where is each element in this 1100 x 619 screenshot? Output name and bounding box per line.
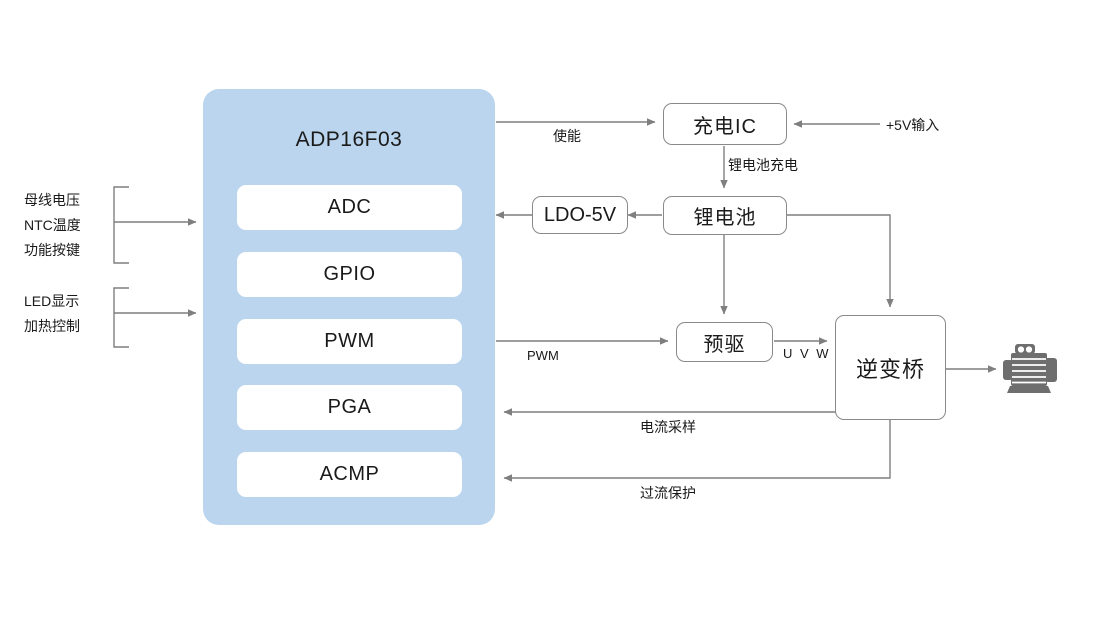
wire-label-battery-charge: 锂电池充电 bbox=[728, 157, 798, 173]
input-group-top: 母线电压 NTC温度 功能按键 bbox=[24, 188, 81, 263]
wire-input-bracket-bottom bbox=[113, 287, 129, 348]
mcu-block-gpio[interactable]: GPIO bbox=[237, 252, 462, 297]
motor-icon bbox=[1001, 343, 1059, 395]
wire-label-supply-in: +5V输入 bbox=[886, 117, 940, 133]
mcu-block-pwm[interactable]: PWM bbox=[237, 319, 462, 364]
mcu-block-adc[interactable]: ADC bbox=[237, 185, 462, 230]
wire-label-current-sample: 电流采样 bbox=[640, 419, 696, 435]
block-charge-ic[interactable]: 充电IC bbox=[663, 103, 787, 145]
input-group-bottom: LED显示 加热控制 bbox=[24, 289, 80, 339]
mcu-block-pga[interactable]: PGA bbox=[237, 385, 462, 430]
block-battery[interactable]: 锂电池 bbox=[663, 196, 787, 235]
input-label-led-display: LED显示 bbox=[24, 293, 80, 309]
wire-label-over-current: 过流保护 bbox=[640, 485, 696, 501]
wire-over-current bbox=[503, 420, 891, 482]
block-inverter[interactable]: 逆变桥 bbox=[835, 315, 946, 420]
wire-label-enable: 使能 bbox=[553, 128, 581, 144]
wire-input-bracket-top bbox=[113, 186, 129, 264]
input-label-ntc-temperature: NTC温度 bbox=[24, 217, 81, 233]
input-label-heating-control: 加热控制 bbox=[24, 318, 80, 334]
block-pre-driver[interactable]: 预驱 bbox=[676, 322, 773, 362]
input-label-bus-voltage: 母线电压 bbox=[24, 192, 80, 208]
wire-label-pwm: PWM bbox=[527, 348, 559, 363]
wire-battery-to-inverter bbox=[787, 214, 894, 308]
block-ldo-5v[interactable]: LDO-5V bbox=[532, 196, 628, 234]
wire-label-uvw: U V W bbox=[783, 346, 831, 361]
mcu-title: ADP16F03 bbox=[295, 128, 403, 151]
mcu-block-acmp[interactable]: ACMP bbox=[237, 452, 462, 497]
input-label-function-key: 功能按键 bbox=[24, 242, 80, 258]
